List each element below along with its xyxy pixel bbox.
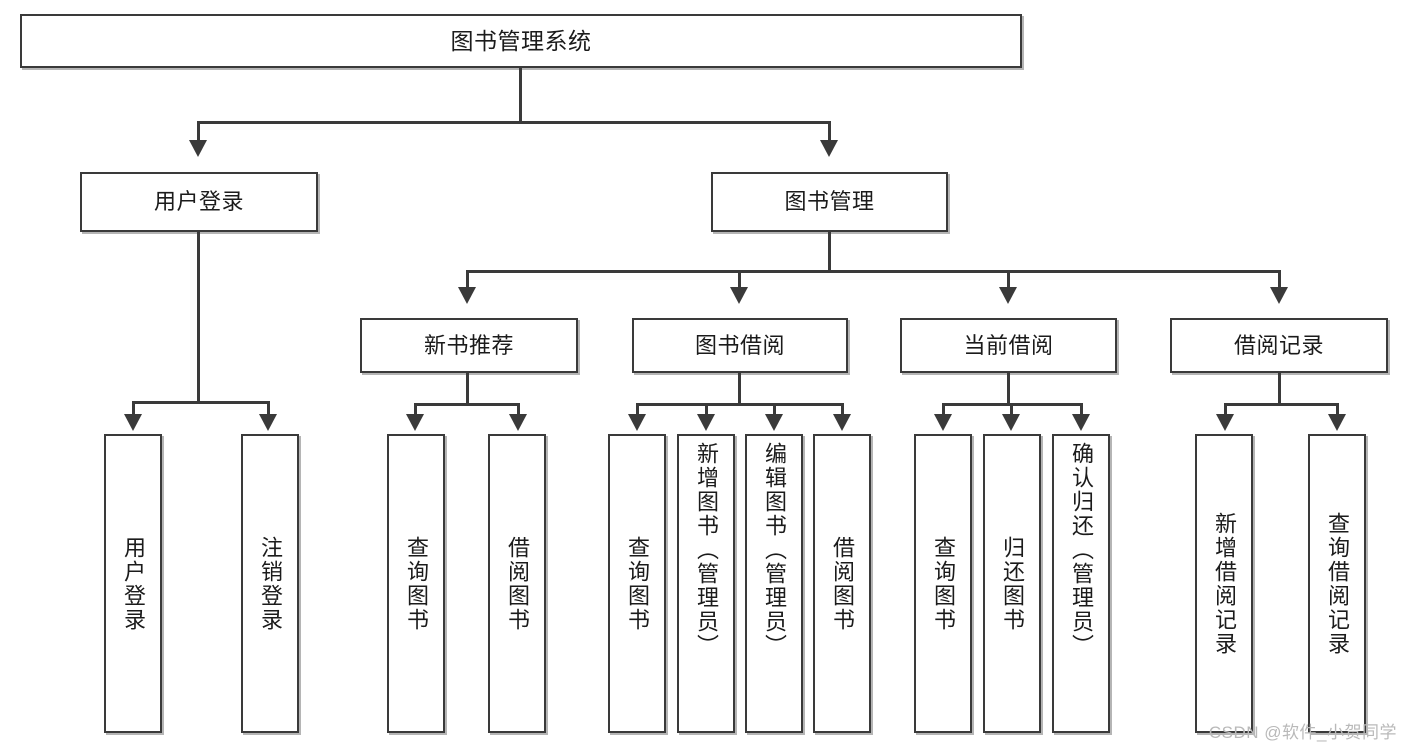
connector-cb-stem <box>1007 373 1010 405</box>
arrow-to-new-book-recommend <box>458 287 476 304</box>
node-label: 借阅记录 <box>1233 332 1324 358</box>
connector-cb-drop-2 <box>1010 403 1013 417</box>
arrow-to-query-borrow-record <box>1328 414 1346 431</box>
node-label: 新增借阅记录 <box>1211 511 1237 656</box>
arrow-to-query-book-2 <box>628 414 646 431</box>
node-label: 编辑图书（管理员） <box>761 442 787 658</box>
arrow-to-add-book <box>697 414 715 431</box>
node-label: 查询图书 <box>403 535 429 632</box>
node-book-management[interactable]: 图书管理 <box>711 172 948 232</box>
connector-root-drop-left <box>197 121 200 144</box>
arrow-to-user-login-leaf <box>124 414 142 431</box>
connector-root-drop-right <box>828 121 831 144</box>
arrow-to-borrow-book-2 <box>833 414 851 431</box>
leaf-add-borrow-record[interactable]: 新增借阅记录 <box>1195 434 1253 733</box>
node-current-borrow[interactable]: 当前借阅 <box>900 318 1117 373</box>
arrow-to-edit-book <box>765 414 783 431</box>
connector-bb-stem <box>738 373 741 405</box>
node-label: 新书推荐 <box>423 332 514 358</box>
connector-nbr-drop-2 <box>517 403 520 417</box>
node-label: 查询借阅记录 <box>1324 511 1350 656</box>
leaf-query-book-1[interactable]: 查询图书 <box>387 434 445 733</box>
arrow-to-confirm-return <box>1072 414 1090 431</box>
connector-br-drop-1 <box>1224 403 1227 417</box>
node-label: 图书管理系统 <box>450 27 592 54</box>
node-label: 查询图书 <box>624 535 650 632</box>
node-label: 借阅图书 <box>504 535 530 632</box>
connector-book-management-bar <box>466 270 1281 273</box>
connector-cb-drop-1 <box>942 403 945 417</box>
connector-user-login-drop-1 <box>132 401 135 417</box>
connector-nbr-drop-1 <box>414 403 417 417</box>
connector-bm-drop-2 <box>738 270 741 290</box>
arrow-to-book-borrow <box>730 287 748 304</box>
arrow-to-add-borrow-record <box>1216 414 1234 431</box>
node-label: 确认归还（管理员） <box>1068 442 1094 658</box>
connector-user-login-bar <box>132 401 270 404</box>
node-label: 借阅图书 <box>829 535 855 632</box>
leaf-edit-book[interactable]: 编辑图书（管理员） <box>745 434 803 733</box>
connector-bm-drop-1 <box>466 270 469 290</box>
node-borrow-record[interactable]: 借阅记录 <box>1170 318 1388 373</box>
node-label: 归还图书 <box>999 535 1025 632</box>
connector-bb-bar <box>636 403 844 406</box>
connector-bb-drop-2 <box>705 403 708 417</box>
connector-user-login-drop-2 <box>267 401 270 417</box>
connector-book-management-stem <box>828 232 831 272</box>
connector-bb-drop-3 <box>773 403 776 417</box>
node-label: 注销登录 <box>257 535 283 632</box>
leaf-borrow-book-2[interactable]: 借阅图书 <box>813 434 871 733</box>
leaf-return-book[interactable]: 归还图书 <box>983 434 1041 733</box>
connector-bm-drop-4 <box>1278 270 1281 290</box>
connector-root-bar <box>197 121 831 124</box>
arrow-to-current-borrow <box>999 287 1017 304</box>
leaf-borrow-book-1[interactable]: 借阅图书 <box>488 434 546 733</box>
connector-user-login-stem <box>197 232 200 404</box>
connector-bb-drop-1 <box>636 403 639 417</box>
leaf-query-borrow-record[interactable]: 查询借阅记录 <box>1308 434 1366 733</box>
leaf-confirm-return[interactable]: 确认归还（管理员） <box>1052 434 1110 733</box>
node-label: 新增图书（管理员） <box>693 442 719 658</box>
leaf-logout[interactable]: 注销登录 <box>241 434 299 733</box>
leaf-query-book-2[interactable]: 查询图书 <box>608 434 666 733</box>
arrow-to-borrow-book-1 <box>509 414 527 431</box>
node-label: 图书借阅 <box>694 332 785 358</box>
connector-bm-drop-3 <box>1007 270 1010 290</box>
leaf-add-book[interactable]: 新增图书（管理员） <box>677 434 735 733</box>
connector-br-bar <box>1224 403 1339 406</box>
connector-cb-drop-3 <box>1080 403 1083 417</box>
arrow-to-query-book-1 <box>406 414 424 431</box>
connector-root-stem <box>519 68 522 121</box>
node-label: 用户登录 <box>120 535 146 632</box>
node-new-book-recommend[interactable]: 新书推荐 <box>360 318 578 373</box>
node-label: 查询图书 <box>930 535 956 632</box>
arrow-to-query-book-3 <box>934 414 952 431</box>
connector-nbr-stem <box>466 373 469 405</box>
arrow-to-user-login <box>189 140 207 157</box>
connector-bb-drop-4 <box>841 403 844 417</box>
connector-br-stem <box>1278 373 1281 405</box>
node-label: 当前借阅 <box>963 332 1054 358</box>
node-label: 图书管理 <box>784 189 875 215</box>
node-book-borrow[interactable]: 图书借阅 <box>632 318 848 373</box>
node-root-system[interactable]: 图书管理系统 <box>20 14 1022 68</box>
leaf-user-login[interactable]: 用户登录 <box>104 434 162 733</box>
leaf-query-book-3[interactable]: 查询图书 <box>914 434 972 733</box>
node-user-login[interactable]: 用户登录 <box>80 172 318 232</box>
connector-br-drop-2 <box>1336 403 1339 417</box>
arrow-to-logout-leaf <box>259 414 277 431</box>
node-label: 用户登录 <box>153 189 244 215</box>
arrow-to-return-book <box>1002 414 1020 431</box>
arrow-to-book-management <box>820 140 838 157</box>
arrow-to-borrow-record <box>1270 287 1288 304</box>
connector-nbr-bar <box>414 403 520 406</box>
